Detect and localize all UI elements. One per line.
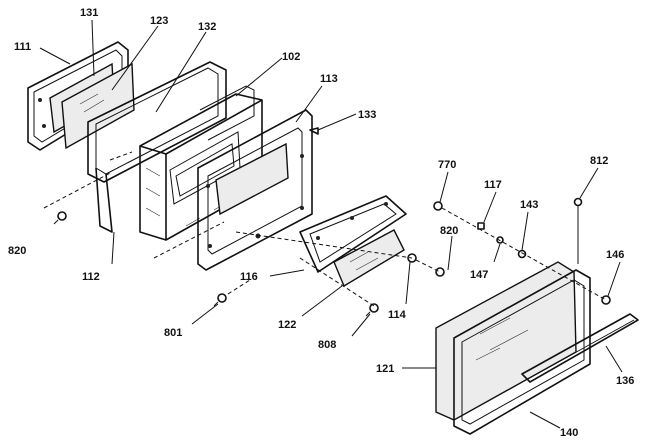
screw-820-right	[435, 267, 445, 277]
label-111: 111	[14, 41, 31, 53]
label-812: 812	[590, 155, 608, 167]
label-114: 114	[388, 309, 407, 321]
label-133: 133	[358, 109, 376, 121]
label-140: 140	[560, 427, 578, 439]
spacer-114	[407, 253, 417, 263]
screw-812	[573, 197, 583, 264]
nut-146	[601, 295, 611, 305]
label-143: 143	[520, 199, 538, 211]
clip-133	[309, 127, 319, 135]
label-820-right: 820	[440, 225, 458, 237]
label-801: 801	[164, 327, 182, 339]
label-102: 102	[282, 51, 300, 63]
window-pack	[299, 195, 407, 273]
label-146: 146	[606, 249, 624, 261]
spacer-117-147	[477, 222, 504, 244]
leader-lines	[39, 19, 623, 429]
outer-door-frame	[453, 269, 591, 435]
label-116: 116	[240, 271, 258, 283]
door-gasket-frame	[87, 61, 227, 233]
label-147: 147	[470, 269, 488, 281]
label-136: 136	[616, 375, 634, 387]
window-glass	[333, 229, 405, 288]
screw-770	[433, 201, 443, 211]
inner-door-panel	[197, 109, 313, 271]
door-handle	[521, 313, 639, 383]
screw-820-left	[53, 211, 67, 225]
screw-808	[365, 303, 379, 317]
label-112: 112	[82, 271, 100, 283]
screw-801	[213, 293, 227, 307]
label-820-left: 820	[8, 245, 26, 257]
spacer-143	[517, 249, 527, 259]
label-123: 123	[150, 15, 168, 27]
label-121: 121	[376, 363, 394, 375]
label-770: 770	[438, 159, 456, 171]
outer-door-glass	[435, 261, 577, 421]
callout-labels: 111 131 123 132 102 113 133 770 117 812 …	[8, 7, 634, 439]
label-808: 808	[318, 339, 336, 351]
hardware	[53, 197, 611, 317]
label-113: 113	[320, 73, 338, 85]
assembly-lines	[43, 151, 607, 307]
label-132: 132	[198, 21, 216, 33]
label-117: 117	[484, 179, 502, 191]
label-131: 131	[80, 7, 98, 19]
label-122: 122	[278, 319, 296, 331]
